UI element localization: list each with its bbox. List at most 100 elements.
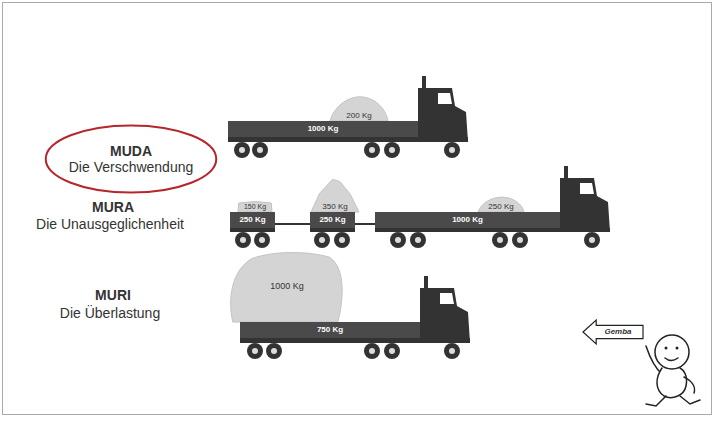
truck-mura-part bbox=[254, 232, 270, 248]
truck-muri-part bbox=[364, 343, 380, 359]
truck-muri-part bbox=[424, 276, 428, 288]
trailer-bed: 250 Kg bbox=[310, 212, 355, 228]
truck-muda-part bbox=[234, 142, 250, 158]
truck-mura bbox=[230, 166, 610, 248]
gemba-figure-part bbox=[655, 335, 689, 369]
gemba-figure-part bbox=[676, 347, 679, 350]
truck-muri-part bbox=[389, 348, 395, 354]
weight-label: 250 Kg bbox=[488, 202, 513, 211]
truck-muri-part bbox=[440, 293, 454, 304]
truck-mura-part bbox=[492, 232, 508, 248]
truck-muri-part bbox=[271, 348, 277, 354]
gemba-figure-part bbox=[680, 396, 700, 404]
trailer-coupling bbox=[275, 223, 310, 225]
row-title: MURI bbox=[95, 287, 131, 303]
truck-mura-part bbox=[259, 237, 265, 243]
truck-mura-part bbox=[584, 232, 600, 248]
arrow-outline bbox=[583, 320, 643, 344]
page-frame bbox=[3, 3, 712, 415]
truck-muri-part bbox=[444, 343, 460, 359]
ellipse-outline bbox=[46, 125, 217, 192]
trailer-bed: 250 Kg bbox=[230, 212, 275, 228]
truck-muda-part bbox=[449, 147, 455, 153]
truck-mura-part bbox=[230, 228, 275, 232]
truck-muri-part bbox=[247, 343, 263, 359]
truck-mura-part bbox=[580, 183, 594, 194]
truck-mura-part bbox=[589, 237, 595, 243]
load-blob: 250 Kg bbox=[478, 196, 524, 212]
truck-muda-part bbox=[369, 147, 375, 153]
truck-mura-part bbox=[564, 166, 568, 178]
row-title: MUDA bbox=[110, 143, 152, 159]
weight-label: 1000 Kg bbox=[452, 215, 483, 224]
truck-muda-part bbox=[444, 142, 460, 158]
weight-label: 250 Kg bbox=[319, 215, 345, 224]
truck-mura-part bbox=[410, 232, 426, 248]
weight-label: 750 Kg bbox=[317, 325, 343, 334]
weight-label: 1000 Kg bbox=[308, 124, 339, 133]
truck-mura-part bbox=[390, 232, 406, 248]
gemba-figure-part bbox=[665, 347, 668, 350]
gemba-figure-part bbox=[657, 368, 687, 398]
truck-mura-part bbox=[240, 237, 246, 243]
sign-text: Gemba bbox=[604, 327, 631, 336]
trailer-bed: 1000 Kg bbox=[375, 212, 560, 228]
row-subtitle: Die Verschwendung bbox=[69, 159, 194, 175]
overload-blob: 1000 Kg bbox=[228, 250, 346, 322]
truck-mura-part bbox=[415, 237, 421, 243]
truck-mura-part bbox=[319, 237, 325, 243]
truck-mura-part bbox=[560, 178, 610, 232]
trailer-bed: 750 Kg bbox=[240, 322, 420, 338]
load-outline bbox=[478, 197, 524, 212]
highlight-ellipse: MUDADie Verschwendung bbox=[44, 124, 218, 194]
load-outline bbox=[238, 202, 272, 213]
truck-muda-part bbox=[384, 142, 400, 158]
truck-muda-part bbox=[418, 88, 468, 142]
truck-muri-part bbox=[384, 343, 400, 359]
gemba-arrow-sign: Gemba bbox=[583, 320, 643, 344]
truck-muda-part bbox=[364, 142, 380, 158]
truck-muda-part bbox=[389, 147, 395, 153]
load-outline bbox=[330, 97, 388, 121]
truck-muda-part bbox=[257, 147, 263, 153]
truck-muda-part bbox=[422, 76, 426, 88]
truck-mura-part bbox=[339, 237, 345, 243]
load-blob: 350 Kg bbox=[311, 178, 359, 212]
weight-label: 350 Kg bbox=[322, 202, 347, 211]
load-blob: 150 Kg bbox=[238, 200, 272, 212]
load-outline bbox=[231, 253, 342, 322]
truck-muda-part bbox=[438, 93, 452, 104]
truck-muri-part bbox=[420, 288, 470, 343]
truck-mura-part bbox=[512, 232, 528, 248]
truck-mura-part bbox=[517, 237, 523, 243]
truck-mura-part bbox=[310, 228, 355, 232]
trailer-coupling bbox=[355, 223, 375, 225]
weight-label: 150 Kg bbox=[244, 203, 266, 211]
truck-mura-part bbox=[497, 237, 503, 243]
truck-muda bbox=[228, 76, 468, 158]
truck-muri-part bbox=[449, 348, 455, 354]
truck-muda-part bbox=[239, 147, 245, 153]
gemba-figure bbox=[646, 335, 700, 406]
truck-mura-part bbox=[235, 232, 251, 248]
row-subtitle: Die Unausgeglichenheit bbox=[36, 216, 184, 232]
weight-label: 250 Kg bbox=[239, 215, 265, 224]
load-blob: 200 Kg bbox=[330, 95, 388, 121]
row-subtitle: Die Überlastung bbox=[60, 305, 160, 321]
truck-muda-part bbox=[252, 142, 268, 158]
weight-label: 200 Kg bbox=[346, 111, 371, 120]
row-title: MURA bbox=[92, 199, 134, 215]
truck-mura-part bbox=[334, 232, 350, 248]
truck-muri-part bbox=[266, 343, 282, 359]
truck-mura-part bbox=[314, 232, 330, 248]
gemba-figure-part bbox=[665, 358, 678, 361]
truck-mura-part bbox=[395, 237, 401, 243]
load-outline bbox=[311, 179, 359, 212]
weight-label: 1000 Kg bbox=[270, 281, 304, 291]
gemba-figure-part bbox=[646, 396, 666, 406]
truck-muri-part bbox=[369, 348, 375, 354]
gemba-figure-part bbox=[684, 377, 695, 393]
trailer-bed: 1000 Kg bbox=[228, 121, 418, 137]
truck-muri-part bbox=[252, 348, 258, 354]
